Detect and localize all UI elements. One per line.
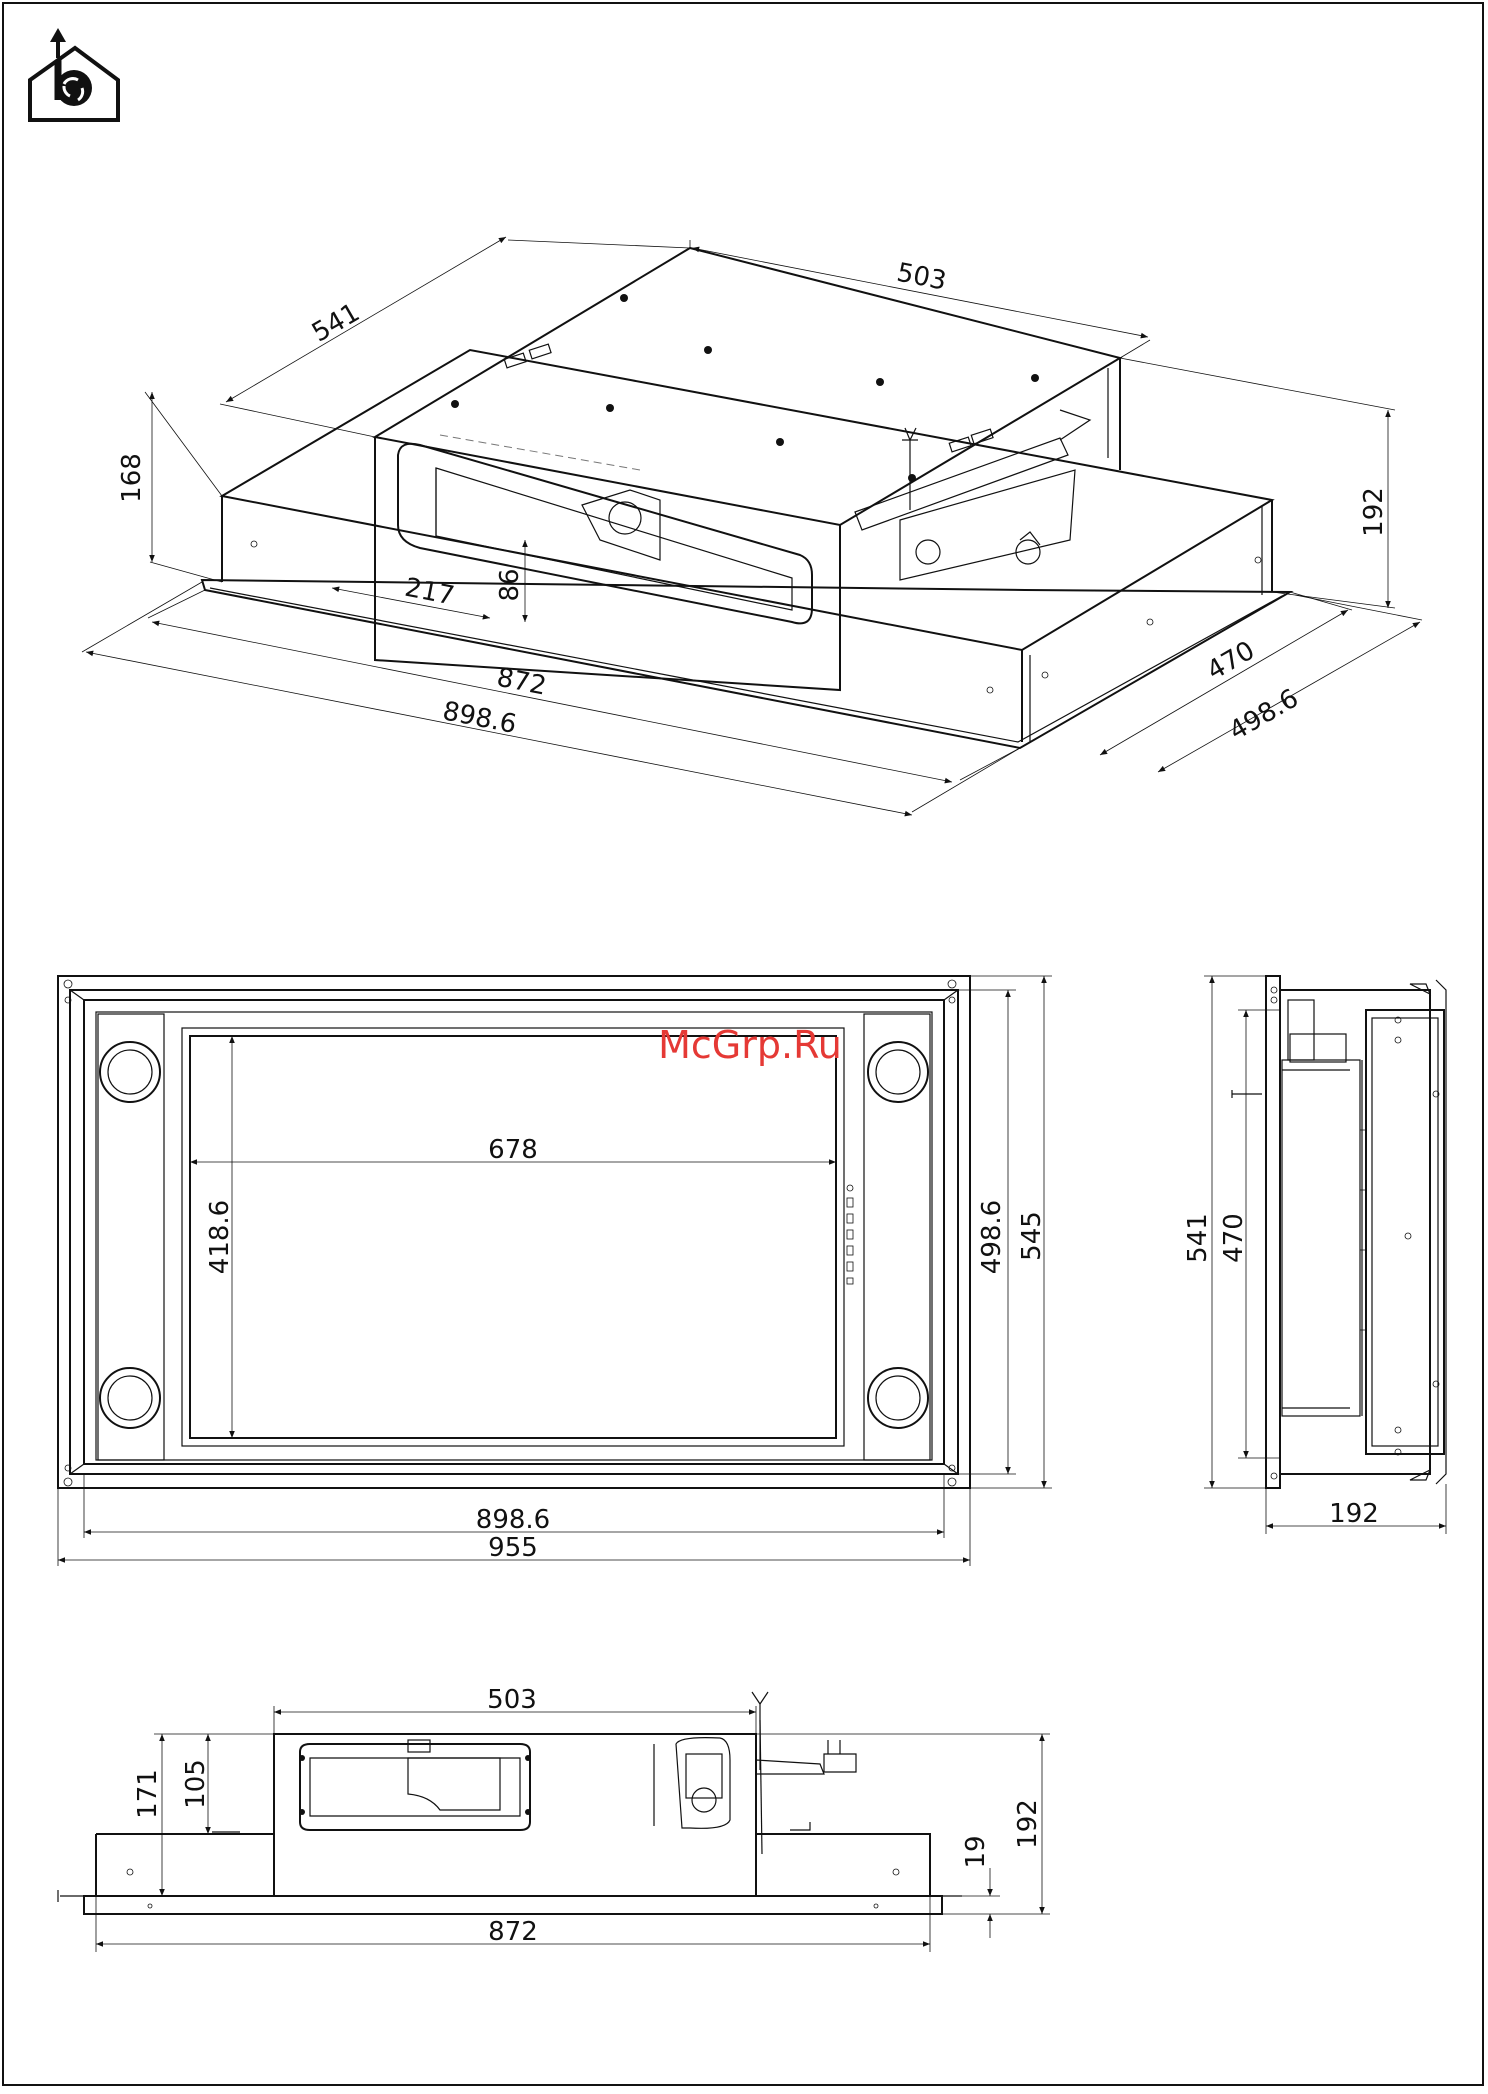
sheet-border [2, 2, 1484, 2086]
drawing-sheet: 541 503 168 192 217 86 [0, 0, 1488, 2090]
